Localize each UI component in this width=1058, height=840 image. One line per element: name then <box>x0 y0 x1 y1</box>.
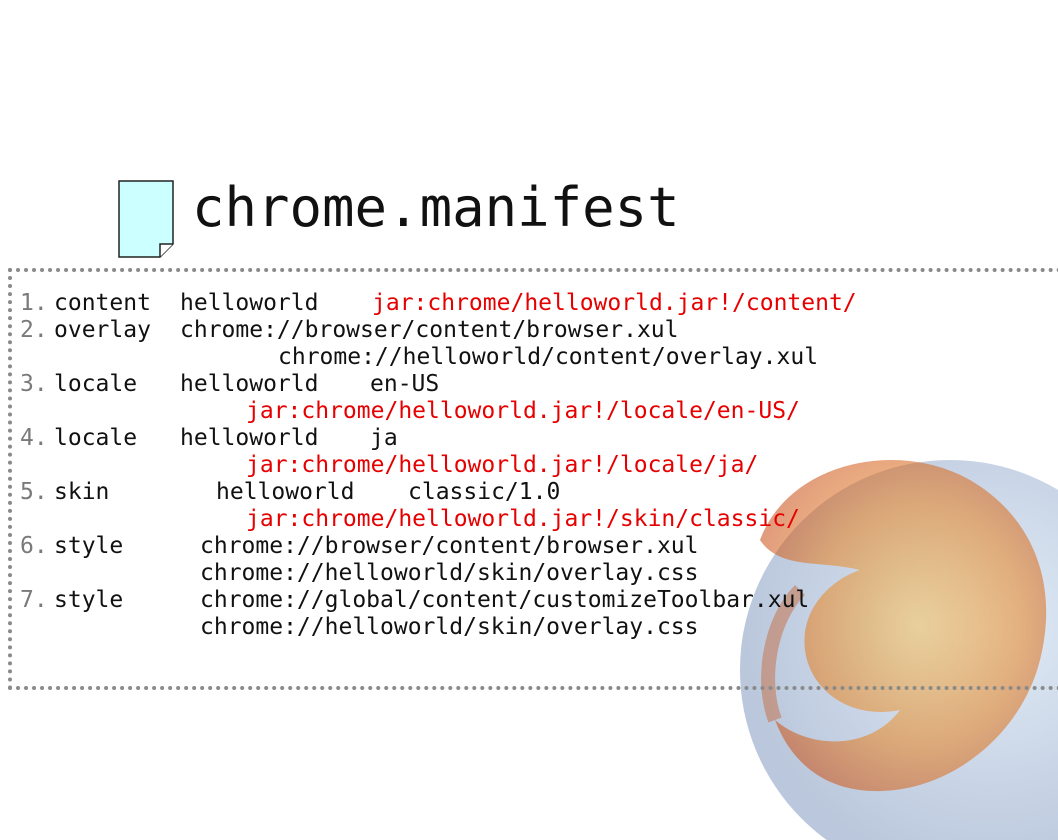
target-uri: chrome://browser/content/browser.xul <box>180 317 679 343</box>
directive: style <box>54 587 124 613</box>
directive: locale <box>54 371 138 397</box>
path-value: jar:chrome/helloworld.jar!/locale/ja/ <box>246 452 759 478</box>
line-number: 1. <box>20 290 48 316</box>
line-number: 2. <box>20 317 48 343</box>
directive: overlay <box>54 317 151 343</box>
directive: content <box>54 290 151 316</box>
document-icon <box>118 180 174 258</box>
firefox-logo-icon <box>740 460 1058 840</box>
directive: skin <box>54 479 110 505</box>
page-title: chrome.manifest <box>192 176 680 239</box>
package-name: helloworld <box>180 371 319 397</box>
package-name: helloworld <box>216 479 355 505</box>
line-number: 3. <box>20 371 48 397</box>
locale-name: ja <box>370 425 398 451</box>
package-name: helloworld <box>180 425 319 451</box>
target-uri: chrome://global/content/customizeToolbar… <box>200 587 810 613</box>
path-value: jar:chrome/helloworld.jar!/locale/en-US/ <box>246 398 800 424</box>
target-uri: chrome://browser/content/browser.xul <box>200 533 699 559</box>
line-number: 5. <box>20 479 48 505</box>
package-name: helloworld <box>180 290 319 316</box>
skin-name: classic/1.0 <box>408 479 561 505</box>
line-number: 4. <box>20 425 48 451</box>
line-number: 6. <box>20 533 48 559</box>
path-value: jar:chrome/helloworld.jar!/content/ <box>372 290 857 316</box>
stylesheet-uri: chrome://helloworld/skin/overlay.css <box>200 560 699 586</box>
directive: locale <box>54 425 138 451</box>
code-box <box>8 268 1058 690</box>
path-value: jar:chrome/helloworld.jar!/skin/classic/ <box>246 506 800 532</box>
stylesheet-uri: chrome://helloworld/skin/overlay.css <box>200 614 699 640</box>
line-number: 7. <box>20 587 48 613</box>
overlay-uri: chrome://helloworld/content/overlay.xul <box>278 344 819 370</box>
directive: style <box>54 533 124 559</box>
locale-name: en-US <box>370 371 440 397</box>
